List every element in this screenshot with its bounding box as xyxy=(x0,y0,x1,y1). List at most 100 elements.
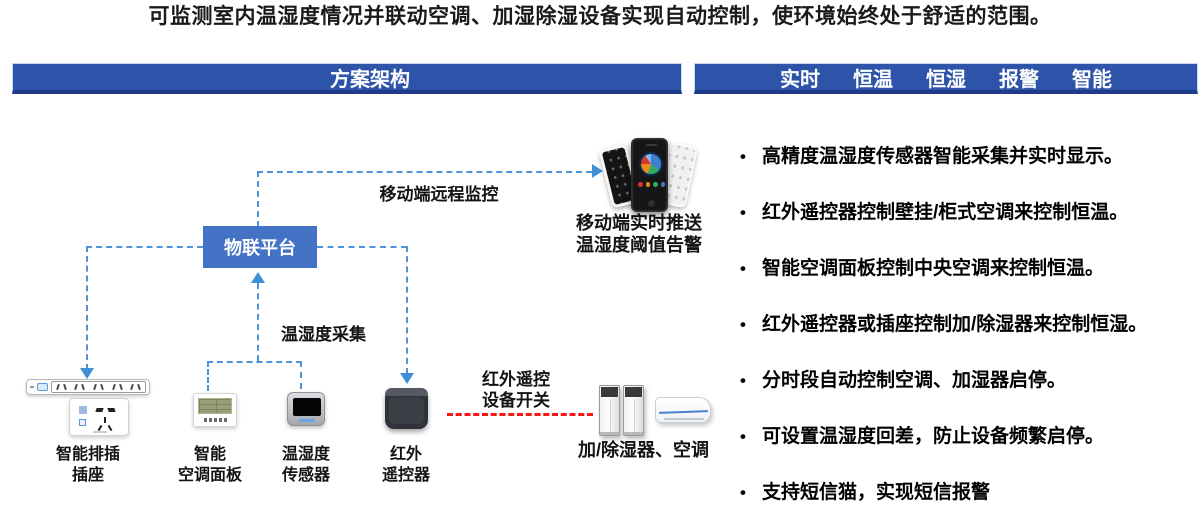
strip-socket-group xyxy=(51,381,146,393)
feature-item: • 分时段自动控制空调、加湿器启停。 xyxy=(740,369,1196,392)
feature-tag-constant-temp: 恒温 xyxy=(853,68,893,91)
mobile-monitor-label: 移动端远程监控 xyxy=(379,185,499,204)
arrow-right-icon xyxy=(592,164,603,178)
socket-indicator xyxy=(79,419,86,426)
dehumidifier-icon xyxy=(599,385,620,436)
dehumidifier-icon xyxy=(623,385,644,436)
cabinet-base xyxy=(600,432,619,435)
connector-split-to-ac-panel xyxy=(207,361,209,391)
arrow-down-icon xyxy=(80,368,94,379)
power-strip-icon xyxy=(26,379,150,395)
bullet-icon: • xyxy=(740,371,746,390)
strip-switch-dash xyxy=(30,386,34,388)
sensor-label-line1: 温湿度 xyxy=(281,446,330,463)
connector-platform-to-mobile-horizontal xyxy=(257,171,592,173)
mobile-push-label: 移动端实时推送 温湿度阈值告警 xyxy=(576,212,712,256)
phone-speaker xyxy=(646,144,657,146)
feature-tag-alarm: 报警 xyxy=(999,68,1039,91)
socket-grid-mark xyxy=(79,406,87,414)
connector-ir-to-devices-red xyxy=(447,413,593,416)
feature-text: 红外遥控器或插座控制加/除湿器来控制恒湿。 xyxy=(762,314,1148,335)
sensor-label: 温湿度 传感器 xyxy=(266,444,346,486)
sensor-brand-mark xyxy=(299,419,315,422)
socket-pin-vertical xyxy=(104,417,106,423)
cabinet-seam xyxy=(633,399,635,431)
architecture-header-bar: 方案架构 xyxy=(12,63,682,94)
ac-blue-stripe xyxy=(658,410,709,414)
arrow-down-icon xyxy=(400,373,414,384)
ac-panel-label: 智能 空调面板 xyxy=(170,444,250,486)
iot-platform-label: 物联平台 xyxy=(224,238,296,258)
feature-tag-constant-humidity: 恒湿 xyxy=(926,68,966,91)
feature-text: 可设置温湿度回差，防止设备频繁启停。 xyxy=(762,426,1105,447)
connector-platform-to-strip-vertical xyxy=(86,246,88,370)
cabinet-top-panel xyxy=(601,387,618,397)
mobile-push-line1: 移动端实时推送 xyxy=(576,213,702,233)
ac-control-panel-icon xyxy=(193,393,237,427)
feature-text: 红外遥控器控制壁挂/柜式空调来控制恒温。 xyxy=(762,202,1129,223)
strip-indicator xyxy=(37,383,48,391)
ac-panel-buttons xyxy=(204,418,228,422)
connector-sensors-to-platform-vertical xyxy=(257,283,259,361)
bullet-icon: • xyxy=(740,483,746,502)
phone-center-icon xyxy=(631,138,668,212)
power-strip-label: 智能排插 插座 xyxy=(48,444,128,486)
ac-vent xyxy=(664,418,704,420)
socket-flat-pin-right xyxy=(107,408,116,412)
ac-panel-label-line1: 智能 xyxy=(193,446,226,463)
power-strip-label-line1: 智能排插 xyxy=(55,446,120,463)
ac-panel-lcd xyxy=(198,398,232,414)
ir-remote-label: 红外 遥控器 xyxy=(366,444,446,486)
temp-humidity-sensor-icon xyxy=(287,392,325,426)
target-devices-label: 加/除湿器、空调 xyxy=(578,440,710,460)
architecture-header-label: 方案架构 xyxy=(330,68,410,91)
feature-item: • 红外遥控器控制壁挂/柜式空调来控制恒温。 xyxy=(740,201,1196,224)
ir-control-label: 红外遥控 设备开关 xyxy=(477,369,555,411)
feature-item: • 红外遥控器或插座控制加/除湿器来控制恒湿。 xyxy=(740,313,1196,336)
page-title: 可监测室内温湿度情况并联动空调、加湿除湿设备实现自动控制，使环境始终处于舒适的范… xyxy=(148,5,1052,28)
smartphones-icon xyxy=(598,138,699,216)
sensor-label-line2: 传感器 xyxy=(281,467,330,484)
feature-item: • 支持短信猫，实现短信报警 xyxy=(740,481,1196,504)
feature-tag-smart: 智能 xyxy=(1072,68,1112,91)
feature-text: 支持短信猫，实现短信报警 xyxy=(762,482,991,503)
ir-remote-icon xyxy=(385,388,428,429)
feature-list: • 高精度温湿度传感器智能采集并实时显示。 • 红外遥控器控制壁挂/柜式空调来控… xyxy=(740,145,1196,520)
socket-flat-pin-left xyxy=(95,408,104,412)
socket-brand-mark xyxy=(93,431,107,433)
connector-split-to-sensor xyxy=(300,361,302,389)
air-conditioner-icon xyxy=(655,397,711,423)
arrow-up-icon xyxy=(251,272,265,283)
feature-text: 高精度温湿度传感器智能采集并实时显示。 xyxy=(762,146,1124,167)
connector-platform-to-remote-horizontal xyxy=(317,246,407,248)
feature-text: 分时段自动控制空调、加湿器启停。 xyxy=(762,370,1067,391)
bullet-icon: • xyxy=(740,147,746,166)
ac-panel-label-line2: 空调面板 xyxy=(177,467,242,484)
feature-tag-realtime: 实时 xyxy=(780,68,820,91)
mobile-push-line2: 温湿度阈值告警 xyxy=(576,235,702,255)
cabinet-top-panel xyxy=(625,387,642,397)
remote-top-lip xyxy=(385,388,428,396)
connector-sensors-split-horizontal xyxy=(207,361,302,363)
feature-item: • 高精度温湿度传感器智能采集并实时显示。 xyxy=(740,145,1196,168)
pie-chart-screen-icon xyxy=(639,152,663,176)
wall-socket-icon xyxy=(69,398,129,436)
remote-face xyxy=(389,397,424,424)
cabinet-base xyxy=(624,432,643,435)
phone-app-dots xyxy=(638,182,665,187)
connector-platform-to-mobile-vertical xyxy=(257,171,259,227)
phone-home-button xyxy=(648,200,655,207)
bullet-icon: • xyxy=(740,259,746,278)
cabinet-seam xyxy=(609,399,611,431)
power-strip-label-line2: 插座 xyxy=(71,467,104,484)
sensor-screen xyxy=(293,398,321,416)
connector-platform-to-remote-vertical xyxy=(406,246,408,374)
ir-remote-label-line2: 遥控器 xyxy=(381,467,430,484)
features-header-bar: 实时 恒温 恒湿 报警 智能 xyxy=(694,63,1198,94)
ir-remote-label-line1: 红外 xyxy=(389,446,422,463)
bullet-icon: • xyxy=(740,203,746,222)
bullet-icon: • xyxy=(740,315,746,334)
feature-item: • 智能空调面板控制中央空调来控制恒温。 xyxy=(740,257,1196,280)
feature-text: 智能空调面板控制中央空调来控制恒温。 xyxy=(762,258,1105,279)
